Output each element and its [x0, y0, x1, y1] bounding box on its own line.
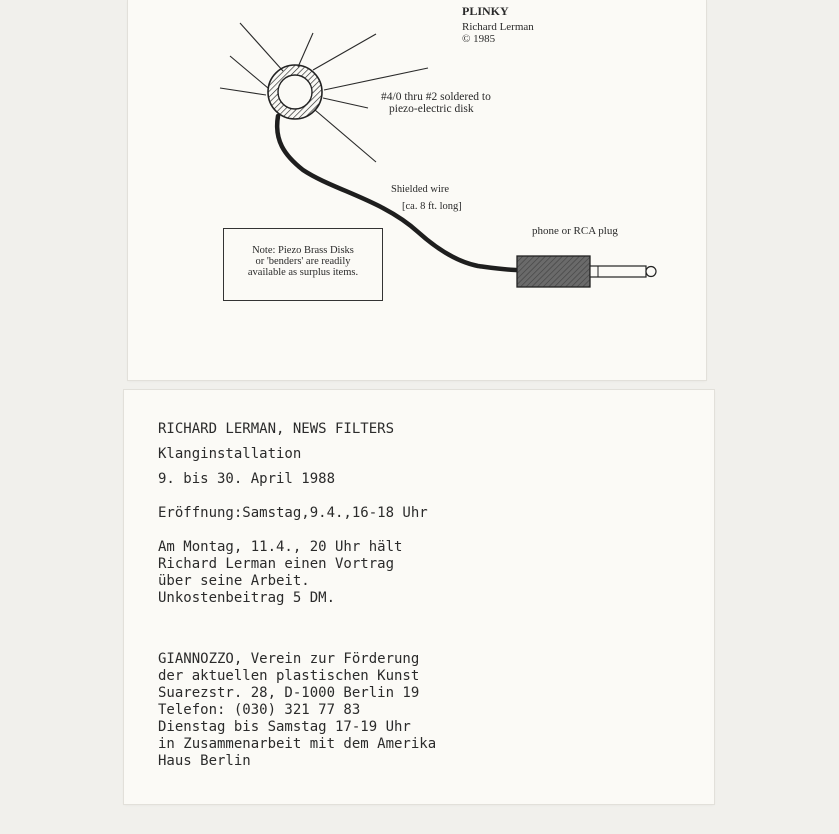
flyer-venue-line: Suarezstr. 28, D-1000 Berlin 19	[158, 685, 420, 701]
disk-label-line-2: piezo-electric disk	[389, 103, 474, 115]
diagram-title: PLINKY	[462, 4, 509, 18]
flyer-card: RICHARD LERMAN, NEWS FILTERS Klanginstal…	[124, 390, 714, 804]
flyer-venue-line: der aktuellen plastischen Kunst	[158, 668, 420, 684]
flyer-heading: RICHARD LERMAN, NEWS FILTERS	[158, 421, 395, 437]
radiating-lines	[219, 22, 429, 163]
shielded-wire	[274, 113, 521, 273]
diagram-author: Richard Lerman	[462, 21, 534, 33]
flyer-venue-line: Dienstag bis Samstag 17-19 Uhr	[158, 719, 411, 735]
plinky-diagram-card: PLINKY Richard Lerman © 1985 #4/0 thru #…	[128, 0, 706, 380]
plinky-diagram	[219, 22, 657, 288]
flyer-dates: 9. bis 30. April 1988	[158, 471, 336, 487]
piezo-disk-icon	[267, 64, 323, 120]
wire-label-line-1: Shielded wire	[391, 184, 450, 195]
note-line: Note: Piezo Brass Disks	[252, 245, 354, 256]
note-line: available as surplus items.	[247, 267, 359, 278]
flyer-talk-line: über seine Arbeit.	[158, 573, 310, 589]
flyer-talk-line: Richard Lerman einen Vortrag	[158, 556, 395, 572]
disk-label-line-1: #4/0 thru #2 soldered to	[381, 91, 491, 103]
flyer-venue-line: Telefon: (030) 321 77 83	[158, 702, 361, 718]
note-line: or 'benders' are readily	[255, 256, 351, 267]
diagram-copyright: © 1985	[462, 33, 496, 45]
flyer-venue-line: Haus Berlin	[158, 753, 251, 769]
flyer-opening: Eröffnung:Samstag,9.4.,16-18 Uhr	[158, 505, 428, 521]
flyer-venue-line: GIANNOZZO, Verein zur Förderung	[158, 651, 420, 667]
flyer-venue-line: in Zusammenarbeit mit dem Amerika	[158, 736, 437, 752]
flyer-subtitle: Klanginstallation	[158, 446, 302, 462]
plug-icon	[516, 255, 657, 288]
flyer-talk-line: Am Montag, 11.4., 20 Uhr hält	[158, 539, 403, 555]
wire-label-line-2: [ca. 8 ft. long]	[402, 201, 462, 212]
flyer-talk-line: Unkostenbeitrag 5 DM.	[158, 590, 336, 606]
plug-label: phone or RCA plug	[532, 225, 618, 237]
note-box: Note: Piezo Brass Disks or 'benders' are…	[223, 228, 383, 301]
note-text: Note: Piezo Brass Disks or 'benders' are…	[224, 229, 382, 278]
